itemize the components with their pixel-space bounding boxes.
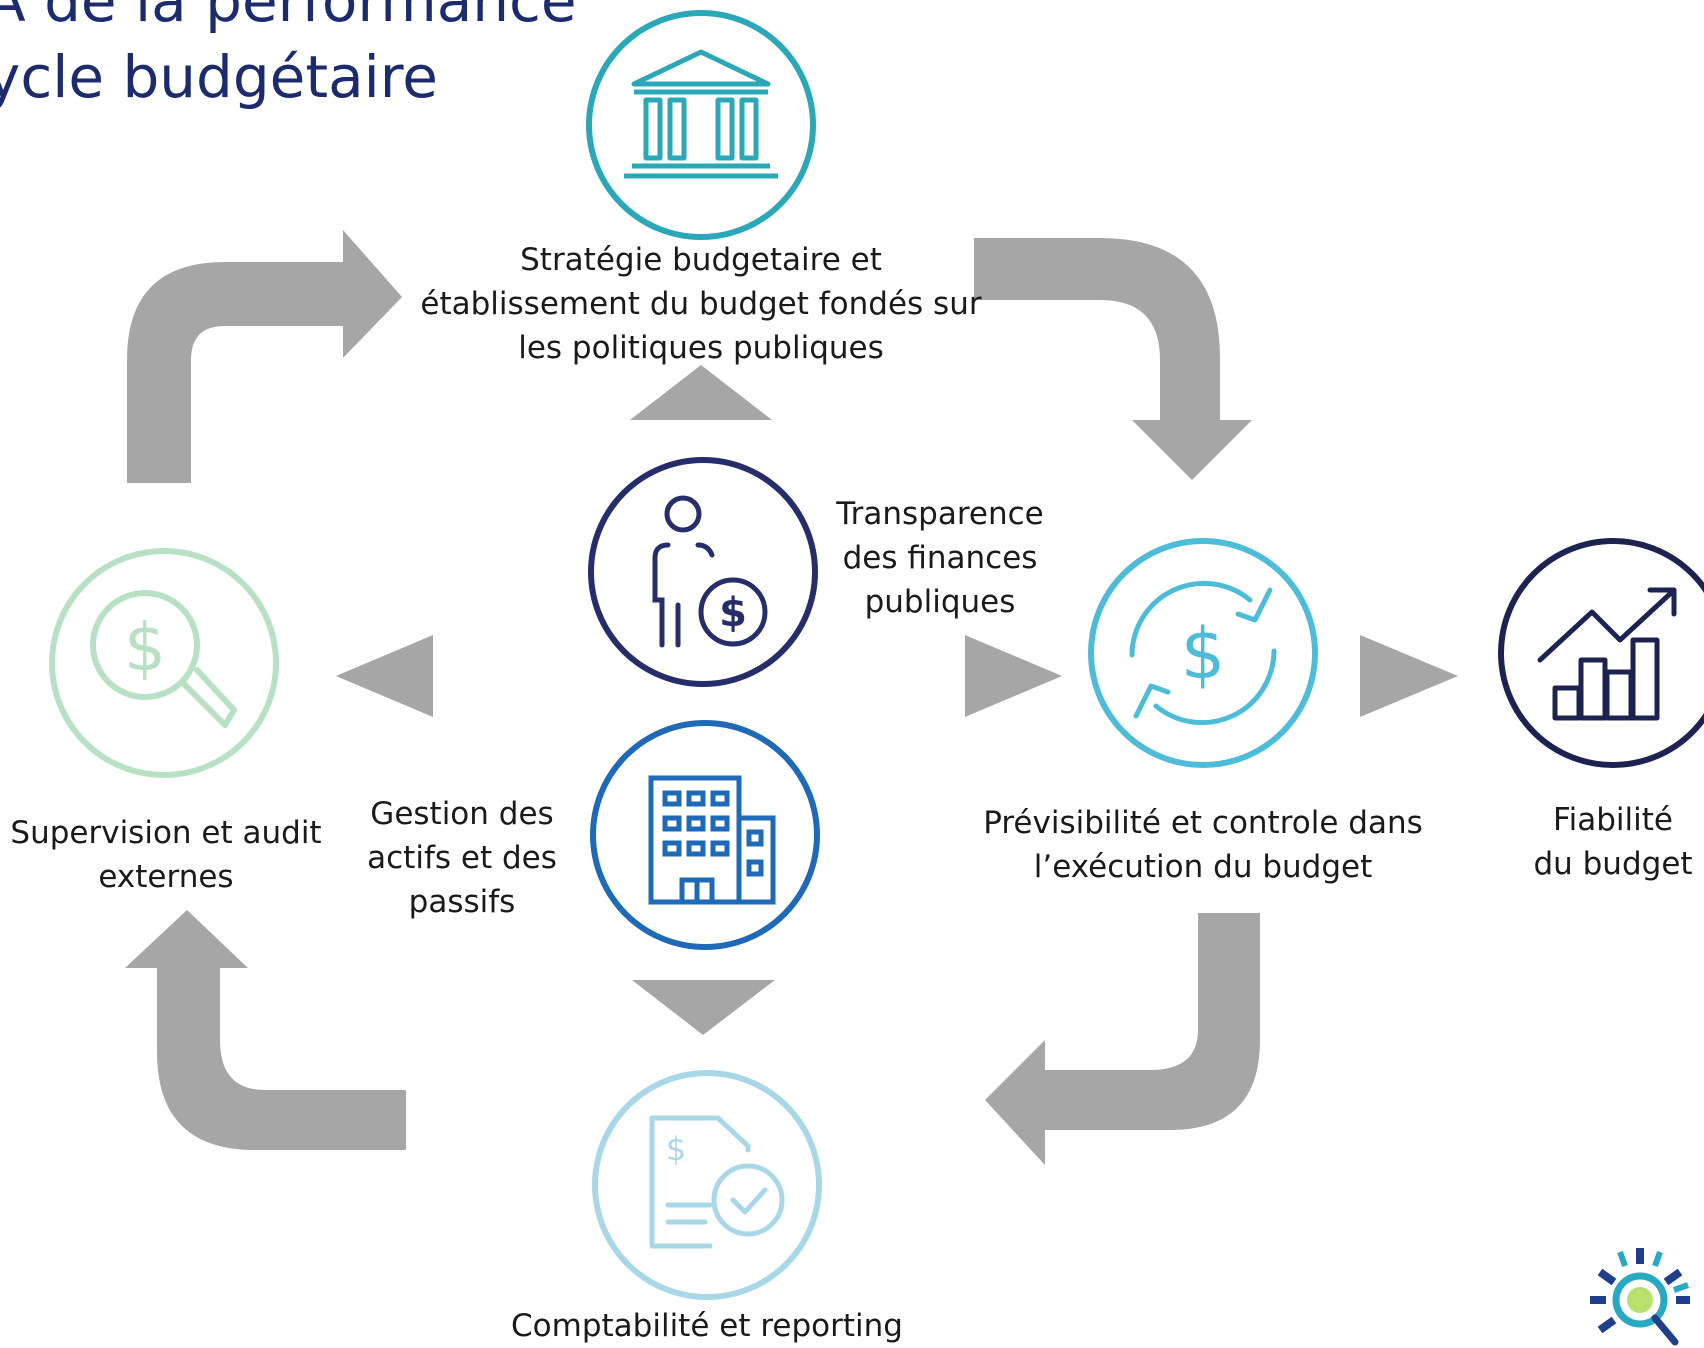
government-building-icon xyxy=(586,10,816,240)
direction-triangles xyxy=(336,365,1458,1035)
label-assets-line-2: actifs et des xyxy=(367,840,557,876)
label-transparency-line-2: des finances xyxy=(842,540,1038,576)
label-transparency-line-3: publiques xyxy=(864,584,1016,620)
label-assets-line-3: passifs xyxy=(408,884,516,920)
cycle-arrows xyxy=(125,230,1260,1165)
arrow-strategy-to-predictability xyxy=(974,238,1252,480)
label-reliability-line-1: Fiabilité xyxy=(1553,802,1673,838)
label-assets: Gestion des actifs et des passifs xyxy=(352,792,572,924)
arrow-audit-to-strategy xyxy=(127,230,402,483)
triangle-up xyxy=(630,365,772,420)
label-reliability: Fiabilité du budget xyxy=(1513,798,1704,886)
label-assets-line-1: Gestion des xyxy=(370,796,554,832)
logo-icon xyxy=(1590,1248,1690,1346)
label-predictability-line-1: Prévisibilité et controle dans xyxy=(983,805,1423,841)
dollar-cycle-icon: $ xyxy=(1088,538,1318,768)
label-audit-line-2: externes xyxy=(98,859,234,895)
label-strategy: Stratégie budgetaire et établissement du… xyxy=(401,238,1001,370)
document-check-icon: $ xyxy=(592,1070,822,1300)
label-audit: Supervision et audit externes xyxy=(5,811,327,899)
svg-text:$: $ xyxy=(1181,613,1226,695)
person-dollar-icon: $ xyxy=(588,457,818,687)
triangle-down xyxy=(632,980,775,1035)
title-line-2: ycle budgétaire xyxy=(0,43,438,111)
office-building-icon xyxy=(590,720,820,950)
label-reliability-line-2: du budget xyxy=(1533,846,1693,882)
svg-text:$: $ xyxy=(666,1130,686,1168)
label-transparency-line-1: Transparence xyxy=(836,496,1044,532)
label-strategy-line-2: établissement du budget fondés sur xyxy=(420,286,982,322)
label-strategy-line-3: les politiques publiques xyxy=(518,330,884,366)
svg-text:$: $ xyxy=(719,590,747,636)
svg-text:$: $ xyxy=(124,609,166,686)
label-accounting-line-1: Comptabilité et reporting xyxy=(511,1308,903,1344)
label-strategy-line-1: Stratégie budgetaire et xyxy=(520,242,882,278)
triangle-right-2 xyxy=(1360,635,1458,717)
bar-chart-growth-icon xyxy=(1498,538,1704,768)
dollar-magnifier-icon: $ xyxy=(49,548,279,778)
label-audit-line-1: Supervision et audit xyxy=(10,815,322,851)
label-transparency: Transparence des finances publiques xyxy=(820,492,1060,624)
label-predictability-line-2: l’exécution du budget xyxy=(1033,849,1373,885)
title-line-1: A de la performance xyxy=(0,0,577,35)
label-predictability: Prévisibilité et controle dans l’exécuti… xyxy=(953,801,1453,889)
label-accounting: Comptabilité et reporting xyxy=(487,1304,927,1348)
arrow-predictability-to-accounting xyxy=(985,913,1260,1165)
triangle-left xyxy=(336,635,433,717)
arrow-accounting-to-audit xyxy=(125,910,406,1150)
triangle-right xyxy=(965,635,1062,717)
